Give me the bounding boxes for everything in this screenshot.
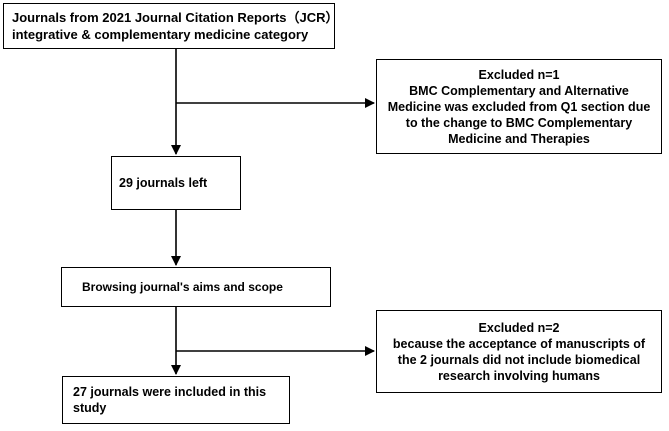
included-box: 27 journals were included in this study [62,376,290,424]
exclusion-box-2: Excluded n=2 because the acceptance of m… [376,310,662,393]
journals-left-label: 29 journals left [119,176,208,190]
journals-left-box: 29 journals left [111,156,241,210]
exclusion-2-line-2: because the acceptance of manuscripts of [392,336,646,351]
exclusion-2-heading: Excluded n=2 [478,320,560,335]
exclusion-1-line-2: BMC Complementary and Alternative [409,83,629,98]
included-line-2: study [73,401,107,415]
browsing-label: Browsing journal's aims and scope [82,280,283,294]
start-box-line-1: Journals from 2021 Journal Citation Repo… [12,10,339,25]
start-box: Journals from 2021 Journal Citation Repo… [3,3,339,49]
exclusion-1-line-4: to the change to BMC Complementary [405,115,633,130]
start-box-line-2: integrative & complementary medicine cat… [12,27,309,42]
exclusion-box-1: Excluded n=1 BMC Complementary and Alter… [376,59,662,154]
exclusion-1-line-3: Medicine was excluded from Q1 section du… [387,99,651,114]
exclusion-1-line-5: Medicine and Therapies [448,131,590,146]
included-line-1: 27 journals were included in this [73,385,267,399]
exclusion-1-heading: Excluded n=1 [478,67,560,82]
browsing-box: Browsing journal's aims and scope [61,267,331,307]
exclusion-2-line-3: the 2 journals did not include biomedica… [397,352,641,367]
exclusion-2-line-4: research involving humans [438,368,600,383]
